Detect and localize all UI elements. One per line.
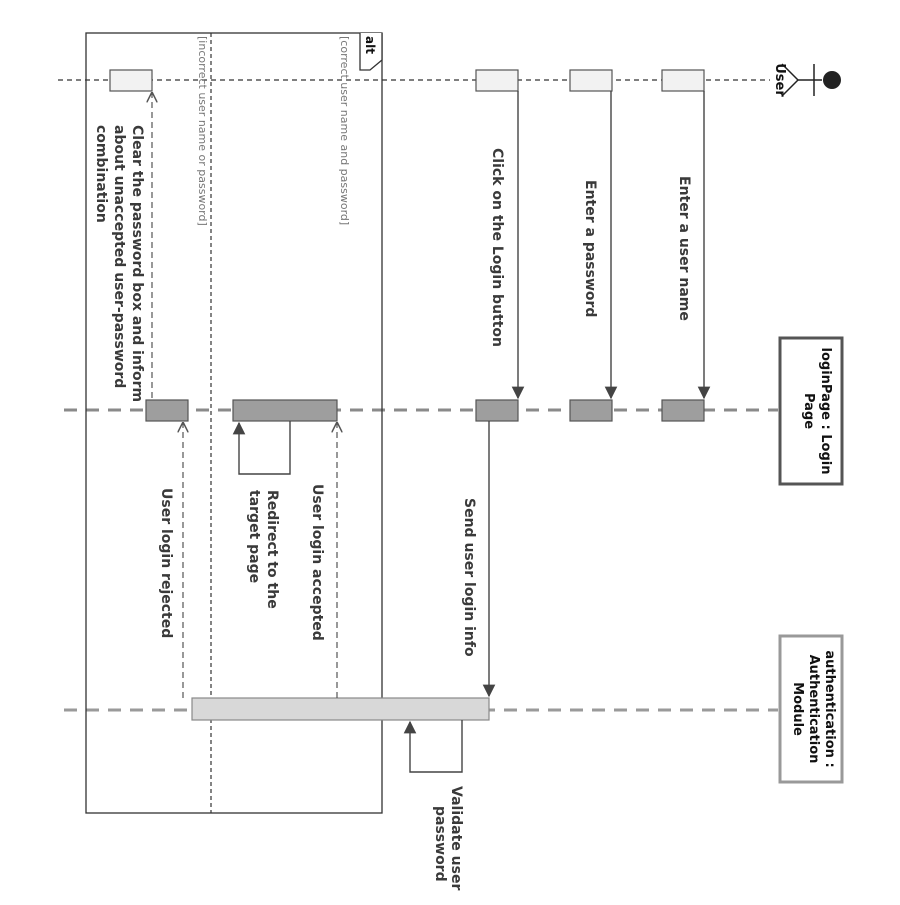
message-validate-line1: Validate user: [448, 786, 464, 890]
activation-user-2: [569, 69, 613, 92]
message-validate-line2: password: [432, 806, 448, 882]
actor-user[interactable]: User: [772, 63, 841, 97]
message-redirect-line2: target page: [246, 490, 262, 583]
stick-figure-icon: [781, 63, 841, 97]
activation-user-3: [475, 69, 519, 92]
guard-correct: [correct user name and password]: [338, 36, 351, 225]
alt-operator-tab: [359, 33, 383, 71]
message-enter-username: Enter a user name: [676, 176, 692, 321]
message-enter-password: Enter a password: [582, 180, 598, 317]
activation-user-4: [109, 69, 153, 92]
message-clear-password-line1: Clear the password box and inform: [129, 125, 145, 402]
actor-user-label: User: [772, 63, 787, 97]
participant-auth-module[interactable]: authentication : Authentication Module: [778, 634, 844, 784]
message-validate-arrow: [403, 720, 463, 773]
message-login-rejected: User login rejected: [158, 488, 174, 638]
activation-login-5: [145, 399, 189, 422]
message-login-accepted: User login accepted: [309, 484, 325, 641]
alt-operator-label: alt: [363, 36, 377, 54]
activation-user-1: [661, 69, 705, 92]
alt-fragment: alt [correct user name and password] [in…: [85, 32, 383, 814]
message-clear-password-line2: about unaccepted user-password: [111, 125, 127, 388]
participant-auth-module-line3: Module: [790, 682, 805, 736]
activation-auth: [191, 697, 490, 721]
message-clear-password-line3: combination: [93, 125, 109, 223]
message-send-login-info: Send user login info: [461, 498, 477, 657]
activation-login-3: [475, 399, 519, 422]
participant-login-page-line2: Page: [801, 393, 816, 429]
activation-login-4: [232, 399, 338, 422]
participant-login-page-line1: loginPage : Login: [818, 348, 833, 475]
participant-login-page[interactable]: loginPage : Login Page: [778, 336, 844, 486]
message-redirect-arrow: [232, 421, 291, 475]
guard-incorrect: [incorrect user name or password]: [196, 36, 209, 226]
alt-fragment-frame: [85, 32, 383, 814]
participant-auth-module-line2: Authentication: [806, 655, 821, 764]
message-redirect-line1: Redirect to the: [264, 490, 280, 609]
activation-login-1: [661, 399, 705, 422]
activation-login-2: [569, 399, 613, 422]
participant-auth-module-line1: authentication :: [822, 650, 837, 767]
message-click-login: Click on the Login button: [489, 148, 505, 347]
